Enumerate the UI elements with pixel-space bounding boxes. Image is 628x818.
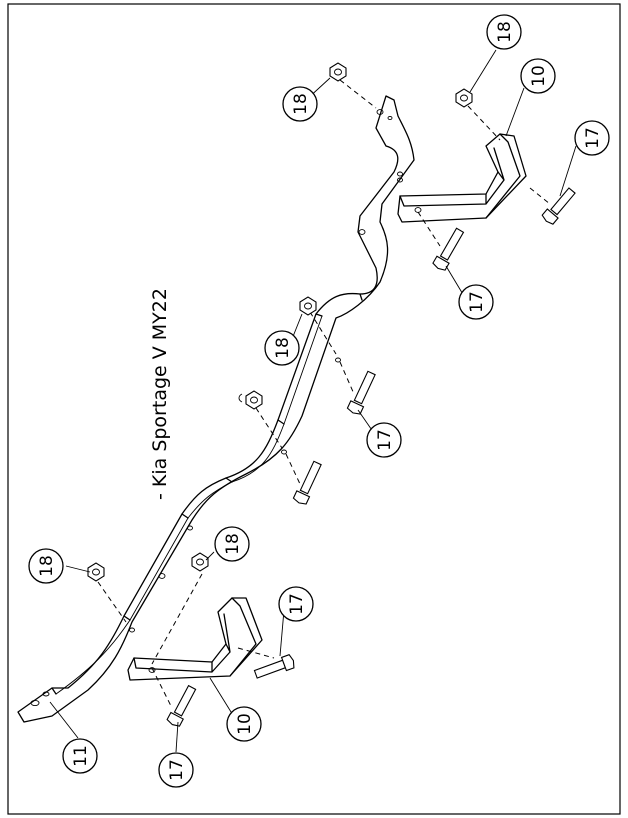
svg-text:17: 17 [375,429,395,451]
svg-text:17: 17 [583,127,603,149]
callout-17: 17 [158,752,194,788]
drawing-title: - Kia Sportage V MY22 [149,288,171,500]
drawing-frame [7,3,621,815]
callout-18: 18 [282,86,318,122]
bolt-fasteners [166,187,576,727]
svg-text:18: 18 [291,93,311,115]
svg-text:17: 17 [467,291,487,313]
assembly-lines [97,79,551,709]
svg-text:18: 18 [495,21,515,43]
callout-18: 18 [214,526,250,562]
callout-17: 17 [278,586,314,622]
svg-text:17: 17 [287,593,307,615]
leader-lines [49,49,577,753]
side-bracket-right [397,133,527,223]
callout-10: 10 [226,706,262,742]
svg-text:18: 18 [273,337,293,359]
nut-fasteners [87,62,473,582]
main-bracket [17,95,415,723]
callout-18: 18 [486,14,522,50]
svg-text:18: 18 [223,533,243,555]
callout-11: 11 [62,738,98,774]
callout-balloons: 18 18 18 18 18 10 10 17 17 17 17 17 11 [28,14,610,788]
callout-17: 17 [366,422,402,458]
svg-text:10: 10 [529,65,549,87]
svg-text:17: 17 [167,759,187,781]
side-bracket-left [127,597,263,681]
svg-text:10: 10 [235,713,255,735]
svg-text:18: 18 [37,555,57,577]
callout-17: 17 [574,120,610,156]
callout-17: 17 [458,284,494,320]
callout-18: 18 [264,330,300,366]
svg-text:11: 11 [71,745,91,767]
callout-10: 10 [520,58,556,94]
callout-18: 18 [28,548,64,584]
